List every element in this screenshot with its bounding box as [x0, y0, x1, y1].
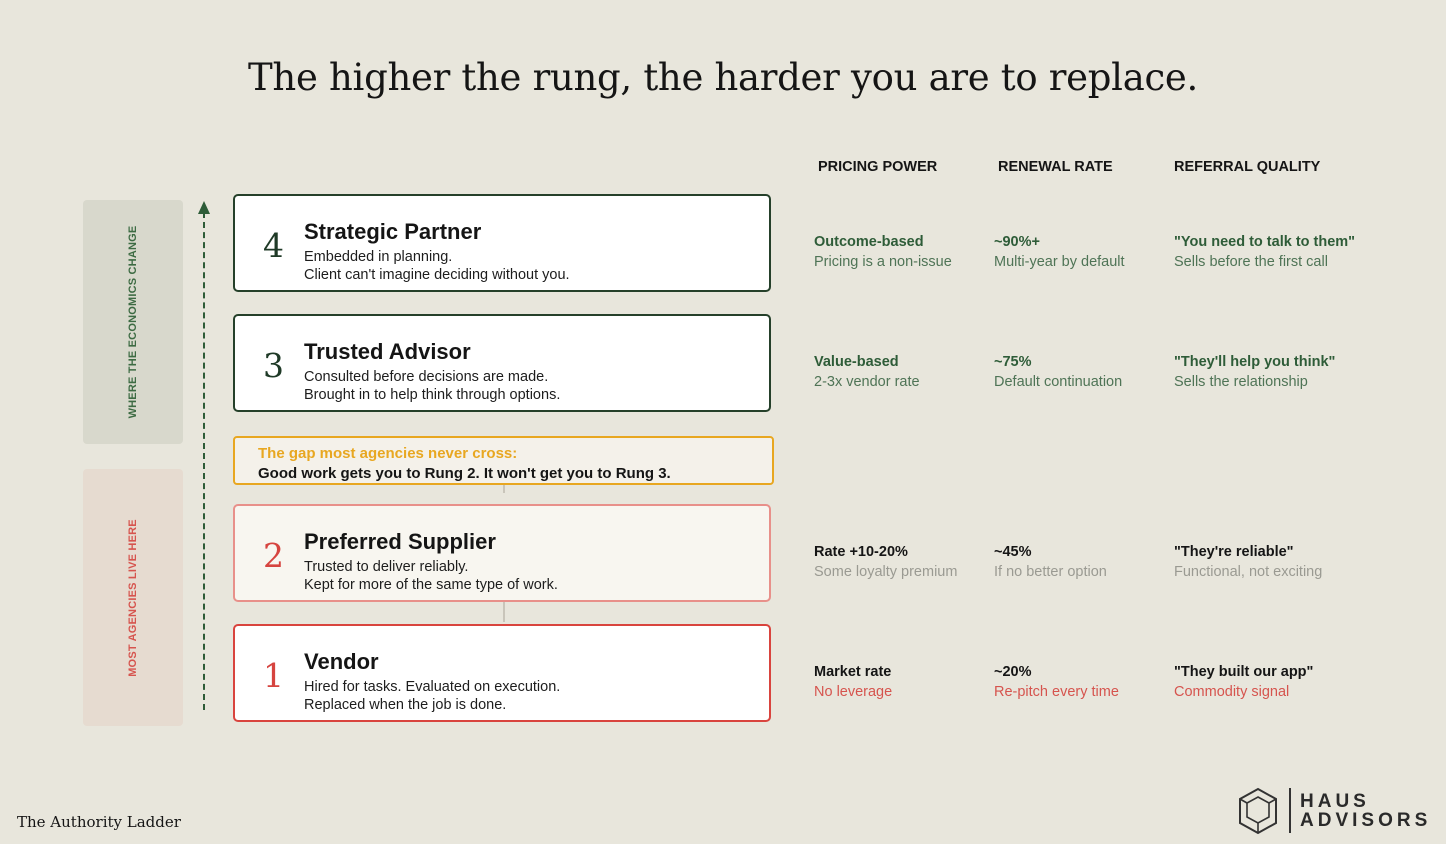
cell-note: No leverage [814, 684, 893, 700]
column-header-renewal: RENEWAL RATE [998, 159, 1113, 175]
cell-value: Value-based [814, 354, 899, 370]
renewal-cell: ~90%+ Multi-year by default [994, 234, 1125, 270]
haus-logo-icon [1236, 786, 1280, 841]
gap-title: The gap most agencies never cross: [258, 445, 518, 462]
cell-note: Default continuation [994, 374, 1123, 390]
rung-number: 4 [263, 226, 284, 265]
rung-strategic-partner: 4 Strategic Partner Embedded in planning… [233, 194, 771, 292]
cell-value: Market rate [814, 664, 892, 680]
rung-name: Trusted Advisor [304, 339, 471, 364]
cell-value: "They'll help you think" [1174, 354, 1336, 370]
rung-name: Strategic Partner [304, 219, 482, 244]
gap-text: Good work gets you to Rung 2. It won't g… [258, 465, 671, 482]
cell-value: ~90%+ [994, 234, 1040, 250]
referral-cell: "They'll help you think" Sells the relat… [1174, 354, 1335, 390]
pricing-cell: Rate +10-20% Some loyalty premium [814, 544, 957, 580]
referral-cell: "They're reliable" Functional, not excit… [1174, 544, 1322, 580]
cell-value: ~75% [994, 354, 1032, 370]
referral-cell: "You need to talk to them" Sells before … [1174, 234, 1355, 270]
rung-description: Hired for tasks. Evaluated on execution.… [304, 678, 560, 714]
rung-connector [503, 598, 505, 622]
column-header-pricing: PRICING POWER [818, 159, 938, 175]
referral-cell: "They built our app" Commodity signal [1174, 664, 1313, 700]
rung-preferred-supplier: 2 Preferred Supplier Trusted to deliver … [233, 504, 771, 602]
rung-desc-line: Hired for tasks. Evaluated on execution. [304, 679, 561, 695]
cell-value: ~20% [994, 664, 1032, 680]
cell-value: "You need to talk to them" [1174, 234, 1356, 250]
pricing-cell: Value-based 2-3x vendor rate [814, 354, 920, 390]
column-header-referral: REFERRAL QUALITY [1174, 159, 1321, 175]
renewal-cell: ~75% Default continuation [994, 354, 1122, 390]
economics-change-label: WHERE THE ECONOMICS CHANGE [127, 225, 139, 419]
cell-note: 2-3x vendor rate [814, 374, 920, 390]
logo-wordmark: ADVISORS [1300, 810, 1432, 831]
rung-desc-line: Trusted to deliver reliably. [304, 559, 469, 575]
rung-vendor: 1 Vendor Hired for tasks. Evaluated on e… [233, 624, 771, 722]
cell-note: If no better option [994, 564, 1107, 580]
rung-desc-line: Client can't imagine deciding without yo… [304, 267, 570, 283]
rung-number: 3 [263, 346, 284, 385]
pricing-cell: Outcome-based Pricing is a non-issue [814, 234, 952, 270]
gap-callout: The gap most agencies never cross: Good … [233, 436, 774, 485]
cell-value: Outcome-based [814, 234, 924, 250]
ladder-arrow-line [203, 212, 205, 710]
rung-description: Embedded in planning. Client can't imagi… [304, 248, 570, 284]
cell-value: Rate +10-20% [814, 544, 908, 560]
rung-desc-line: Consulted before decisions are made. [304, 369, 549, 385]
most-agencies-label: MOST AGENCIES LIVE HERE [127, 518, 139, 677]
rung-number: 1 [263, 656, 284, 695]
footer-title: The Authority Ladder [17, 813, 181, 831]
logo-wordmark: HAUS [1300, 791, 1370, 812]
rung-description: Consulted before decisions are made. Bro… [304, 368, 560, 404]
cell-note: Re-pitch every time [994, 684, 1119, 700]
rung-desc-line: Brought in to help think through options… [304, 387, 561, 403]
most-agencies-band: MOST AGENCIES LIVE HERE [83, 469, 183, 726]
cell-note: Commodity signal [1174, 684, 1290, 700]
cell-note: Functional, not exciting [1174, 564, 1323, 580]
cell-note: Multi-year by default [994, 254, 1125, 270]
cell-note: Sells the relationship [1174, 374, 1308, 390]
renewal-cell: ~20% Re-pitch every time [994, 664, 1119, 700]
logo-divider [1289, 788, 1291, 833]
rung-name: Vendor [304, 649, 379, 674]
cell-value: "They're reliable" [1174, 544, 1294, 560]
cell-note: Some loyalty premium [814, 564, 958, 580]
page-title: The higher the rung, the harder you are … [248, 56, 1198, 99]
rung-desc-line: Kept for more of the same type of work. [304, 577, 558, 593]
pricing-cell: Market rate No leverage [814, 664, 892, 700]
cell-value: ~45% [994, 544, 1032, 560]
cell-note: Sells before the first call [1174, 254, 1328, 270]
rung-trusted-advisor: 3 Trusted Advisor Consulted before decis… [233, 314, 771, 412]
rung-description: Trusted to deliver reliably. Kept for mo… [304, 558, 558, 594]
cell-note: Pricing is a non-issue [814, 254, 952, 270]
rung-name: Preferred Supplier [304, 529, 496, 554]
rung-number: 2 [263, 536, 284, 575]
cell-value: "They built our app" [1174, 664, 1314, 680]
rung-desc-line: Embedded in planning. [304, 249, 453, 265]
renewal-cell: ~45% If no better option [994, 544, 1107, 580]
economics-change-band: WHERE THE ECONOMICS CHANGE [83, 200, 183, 444]
rung-desc-line: Replaced when the job is done. [304, 697, 507, 713]
arrow-up-icon [198, 201, 210, 214]
